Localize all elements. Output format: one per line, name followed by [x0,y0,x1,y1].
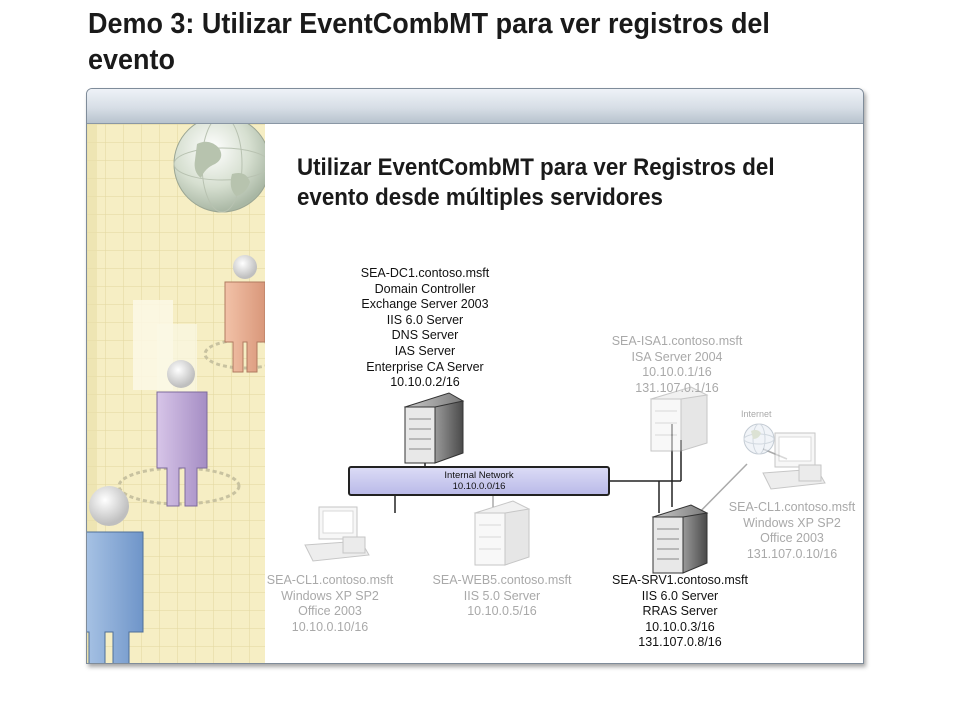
node-sea-dc1: SEA-DC1.contoso.msft Domain Controller E… [325,266,525,391]
node-sea-srv1: SEA-SRV1.contoso.msft IIS 6.0 Server RRA… [585,573,775,651]
network-address: 10.10.0.0/16 [452,481,506,492]
node-line: Windows XP SP2 [281,588,379,603]
panel-title-bar [87,89,863,124]
node-line: SEA-CL1.contoso.msft [728,500,856,514]
server-icon [651,504,709,574]
globe-icon [173,124,265,213]
node-line: Office 2003 [298,604,362,619]
node-sea-web5: SEA-WEB5.contoso.msft IIS 5.0 Server 10.… [412,573,592,620]
node-line: SEA-SRV1.contoso.msft [612,573,748,587]
slide-title: Demo 3: Utilizar EventCombMT para ver re… [88,8,770,76]
node-line: IIS 6.0 Server [386,312,464,327]
network-name: Internal Network [444,470,514,481]
internet-label: Internet [741,409,772,419]
node-line: DNS Server [391,328,459,343]
node-sea-cl1-internet: SEA-CL1.contoso.msft Windows XP SP2 Offi… [707,500,863,562]
node-line: RRAS Server [642,604,718,619]
node-line: IAS Server [394,343,456,358]
node-line: SEA-WEB5.contoso.msft [432,573,572,587]
internet-globe-icon [743,423,775,455]
node-line: IIS 5.0 Server [463,588,541,603]
node-line: Exchange Server 2003 [361,297,489,312]
person-icon [224,255,265,373]
workstation-icon [304,506,370,562]
node-sea-isa1: SEA-ISA1.contoso.msft ISA Server 2004 10… [577,334,777,396]
node-line: 10.10.0.10/16 [291,619,369,634]
node-line: 131.107.0.1/16 [635,380,719,395]
server-icon [649,386,709,452]
panel-heading: Utilizar EventCombMT para ver Registros … [297,154,775,211]
decorative-artwork [87,124,265,663]
node-line: 10.10.0.5/16 [467,604,537,619]
node-sea-cl1-internal: SEA-CL1.contoso.msft Windows XP SP2 Offi… [245,573,415,635]
network-diagram [304,386,826,574]
node-line: 131.107.0.8/16 [638,635,722,650]
node-line: ISA Server 2004 [631,349,723,364]
node-line: SEA-ISA1.contoso.msft [611,334,743,348]
workstation-icon [762,432,826,490]
content-panel: Utilizar EventCombMT para ver Registros … [86,88,864,664]
person-icon [156,360,208,507]
node-line: Office 2003 [760,531,824,546]
server-icon [403,392,465,464]
node-line: Windows XP SP2 [743,515,841,530]
internal-network-label: Internal Network 10.10.0.0/16 [349,470,609,492]
node-line: Domain Controller [374,281,476,296]
node-line: IIS 6.0 Server [641,588,719,603]
node-line: 131.107.0.10/16 [746,546,838,561]
person-icon [87,486,144,663]
node-line: 10.10.0.2/16 [390,375,460,390]
node-line: 10.10.0.3/16 [645,619,715,634]
node-line: SEA-CL1.contoso.msft [266,573,394,587]
server-icon [473,500,531,566]
node-line: Enterprise CA Server [366,359,484,374]
node-line: SEA-DC1.contoso.msft [360,266,490,280]
node-line: 10.10.0.1/16 [642,365,712,380]
